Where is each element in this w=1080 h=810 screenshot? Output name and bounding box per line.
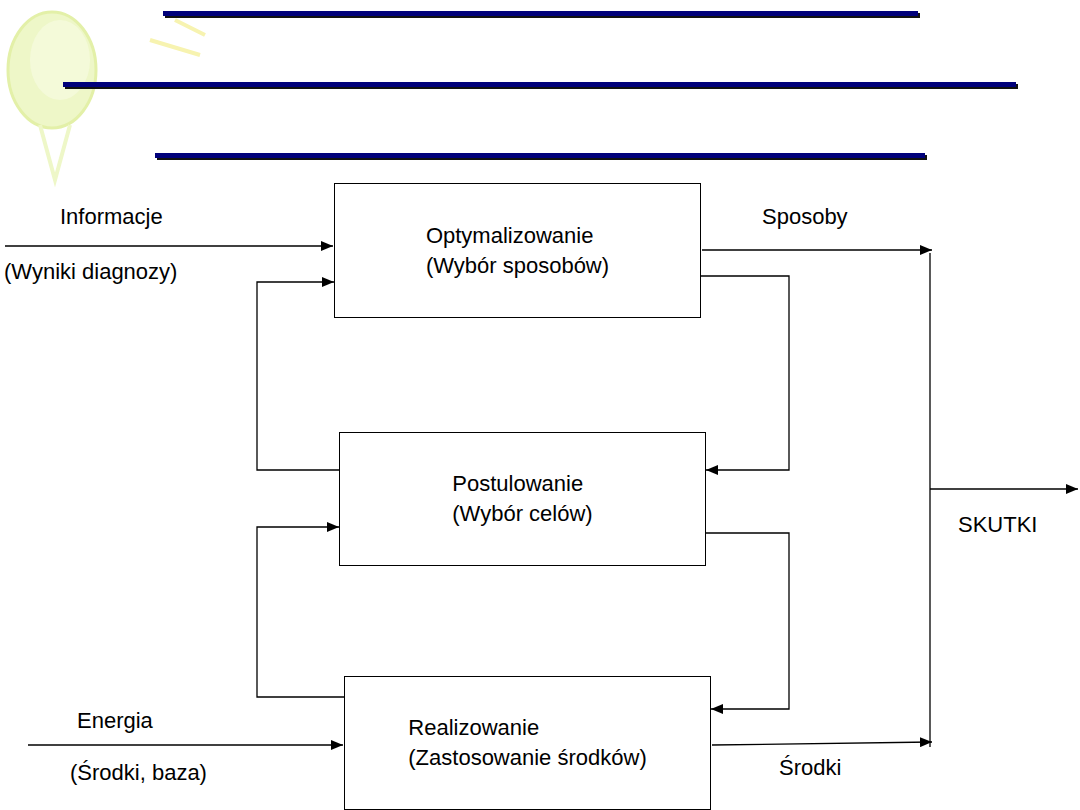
feedback-connector <box>257 282 339 470</box>
input-arrow <box>28 744 343 745</box>
flow-label: (Wyniki diagnozy) <box>4 259 177 285</box>
feedback-connector <box>701 276 789 470</box>
box-text-group: Postulowanie(Wybór celów) <box>452 469 592 529</box>
process-box: Postulowanie(Wybór celów) <box>339 432 706 566</box>
feedback-connector <box>706 533 789 709</box>
box-heading: Optymalizowanie <box>426 221 609 251</box>
box-heading: Postulowanie <box>452 469 592 499</box>
header-rules <box>63 11 1018 160</box>
box-subtitle: (Wybór sposobów) <box>426 251 609 281</box>
io-lines <box>5 246 1078 747</box>
flow-label: Środki <box>779 755 841 781</box>
box-heading: Realizowanie <box>408 713 646 743</box>
input-arrow <box>5 245 333 246</box>
flow-label: Informacje <box>60 204 163 230</box>
process-box: Optymalizowanie(Wybór sposobów) <box>334 183 701 318</box>
result-arrow <box>930 488 1078 489</box>
flow-label: Sposoby <box>762 204 848 230</box>
feedback-connector <box>257 527 344 697</box>
output-arrow <box>702 249 932 250</box>
process-box: Realizowanie(Zastosowanie środków) <box>344 676 711 810</box>
output-arrow <box>712 742 932 745</box>
box-text-group: Optymalizowanie(Wybór sposobów) <box>426 221 609 281</box>
box-subtitle: (Zastosowanie środków) <box>408 743 646 773</box>
flow-label: Energia <box>77 708 153 734</box>
flow-label: (Środki, baza) <box>70 760 207 786</box>
box-text-group: Realizowanie(Zastosowanie środków) <box>408 713 646 773</box>
collector-bar <box>929 253 930 747</box>
result-label: SKUTKI <box>958 512 1037 538</box>
box-subtitle: (Wybór celów) <box>452 499 592 529</box>
